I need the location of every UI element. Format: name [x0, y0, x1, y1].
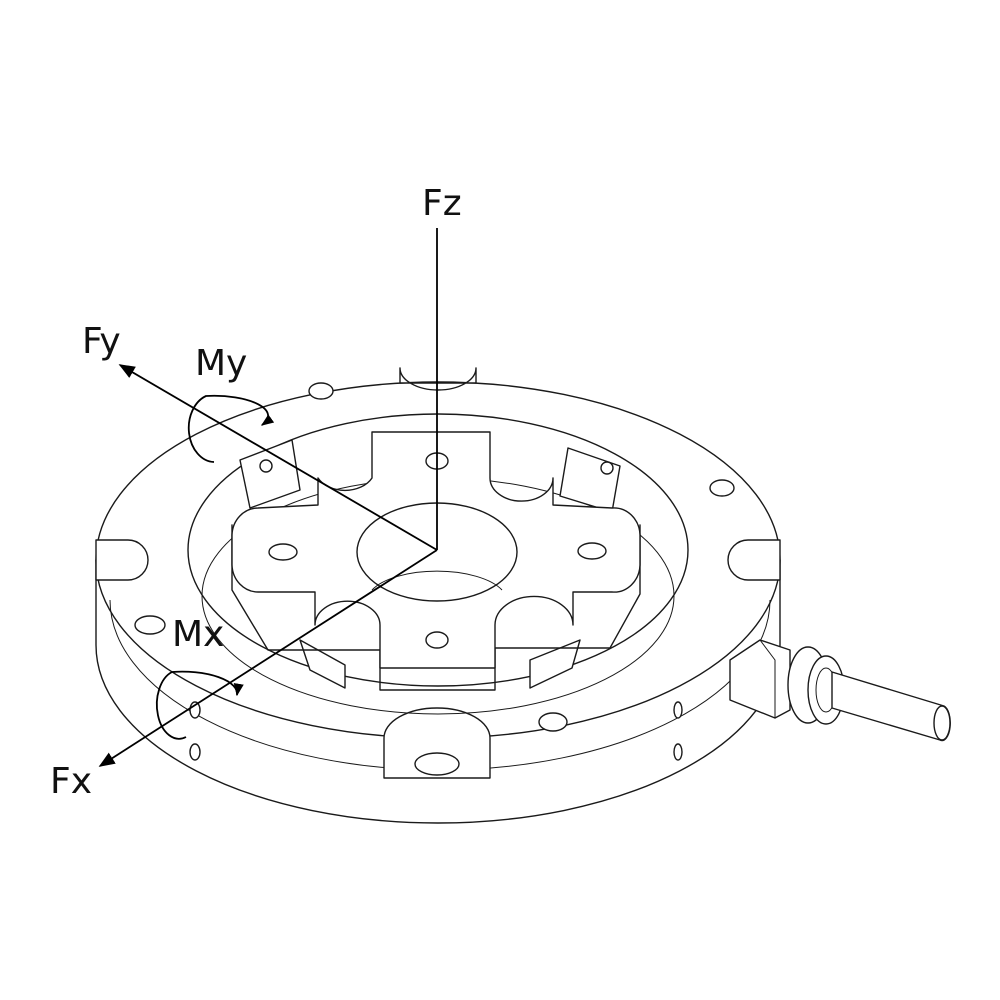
fx-label: Fx: [50, 761, 92, 802]
mx-moment-arrow: [155, 670, 244, 740]
bore-inner-edge: [371, 570, 503, 591]
fx-arrow: [98, 549, 438, 767]
fz-label: Fz: [422, 183, 462, 224]
notch-top: [399, 367, 477, 391]
flexure-screw: [259, 459, 273, 473]
cable-gland: [729, 639, 951, 742]
flexures: [239, 439, 621, 689]
ring-hole: [709, 479, 735, 497]
ring-hole: [538, 712, 568, 732]
fy-label: Fy: [82, 321, 121, 362]
gland-hex-nut: [729, 639, 791, 719]
axes: [98, 228, 438, 767]
ring-hole: [308, 382, 334, 400]
side-hole: [673, 701, 683, 719]
ring-side-wall: [95, 559, 781, 824]
hub-hole: [425, 631, 449, 649]
fy-arrow: [118, 364, 438, 551]
cable-end: [933, 705, 951, 741]
cable: [831, 671, 951, 742]
ring-hole: [134, 615, 166, 635]
my-label: My: [195, 343, 247, 384]
my-moment-arrow: [187, 394, 275, 463]
hub-hole: [268, 543, 298, 561]
flexure-bottom-right: [529, 639, 581, 689]
notch-left: [95, 539, 149, 581]
flexure-bottom-left: [299, 639, 346, 689]
side-hole: [673, 743, 683, 761]
flexure-left: [239, 439, 301, 509]
hub-side: [231, 524, 641, 691]
bottom-bolt-hole: [414, 752, 460, 776]
hub-hole: [577, 542, 607, 560]
notch-bottom: [383, 707, 491, 779]
gland-hex-edge: [759, 639, 776, 718]
notch-right: [727, 539, 781, 581]
flexure-screw: [600, 461, 614, 475]
side-hole: [189, 743, 201, 761]
mx-label: Mx: [172, 614, 224, 655]
